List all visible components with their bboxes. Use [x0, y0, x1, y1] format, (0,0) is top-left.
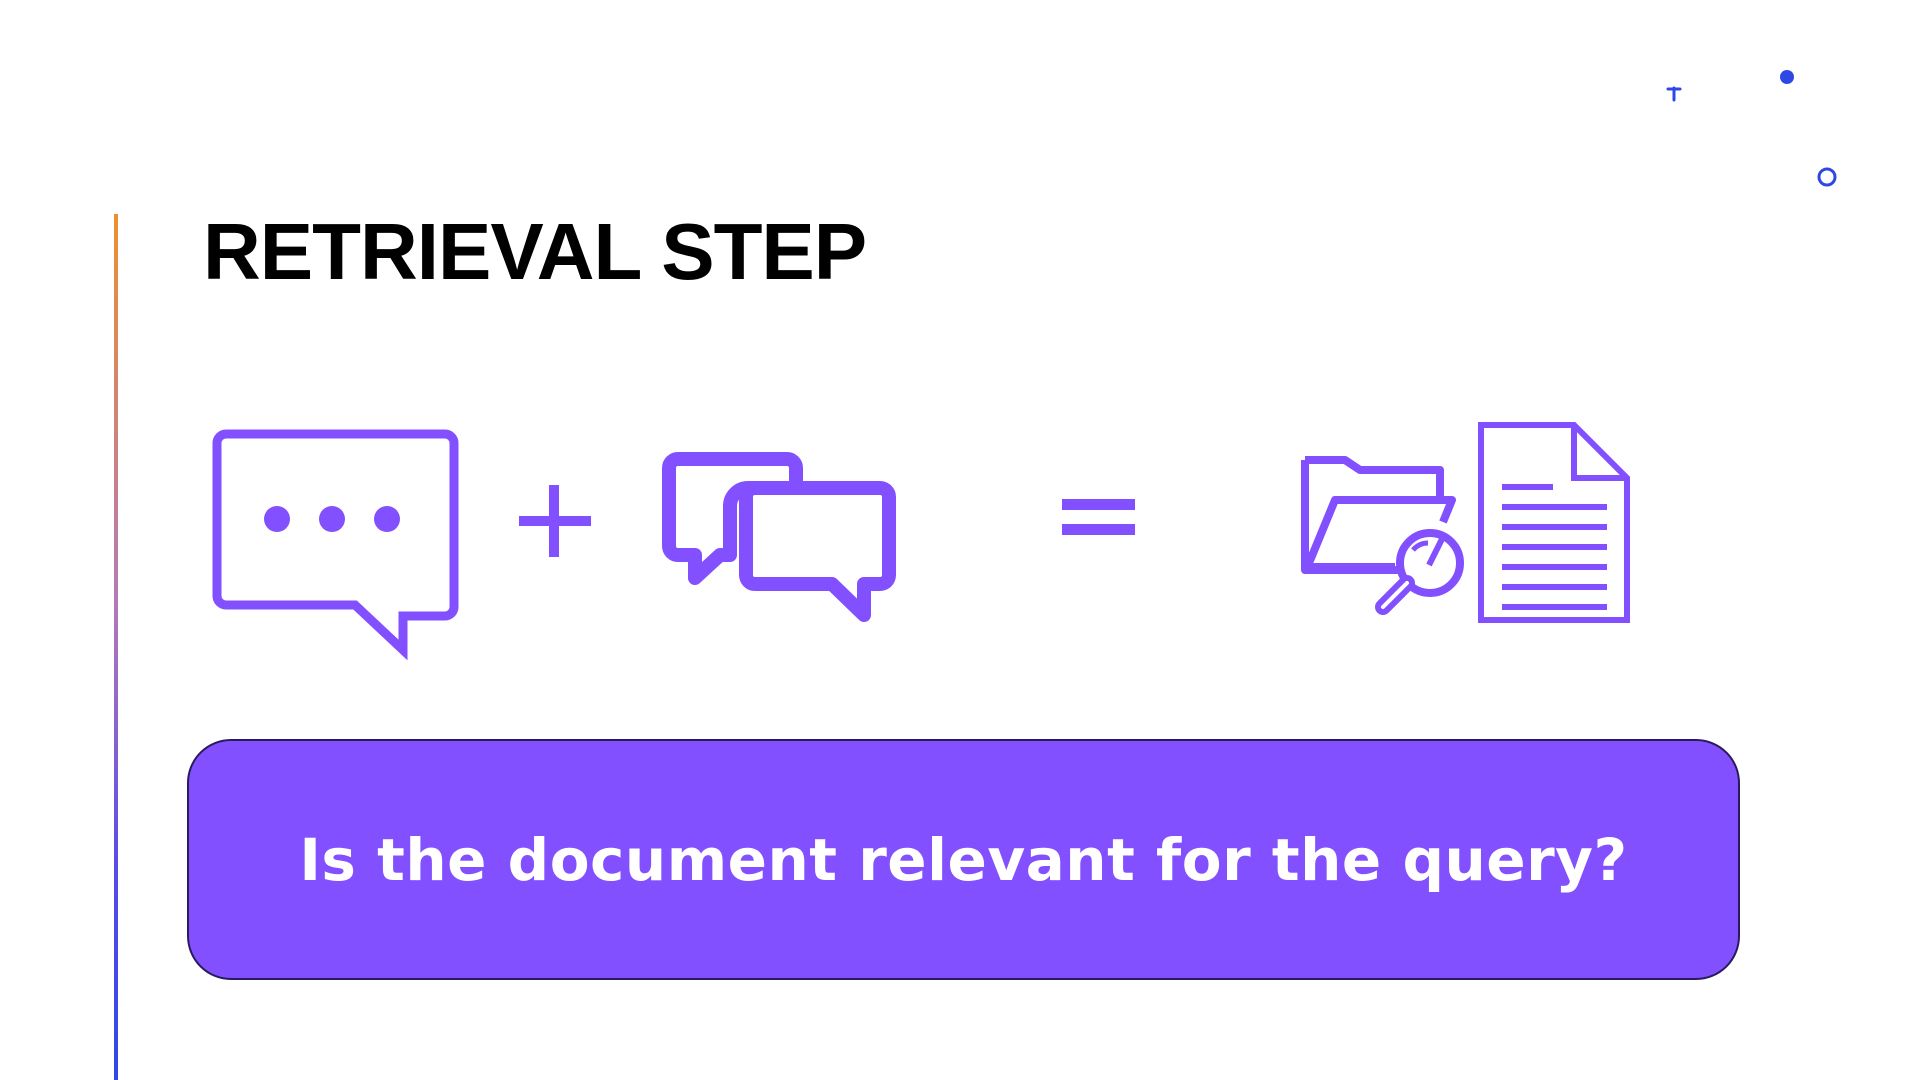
relevance-question-box: Is the document relevant for the query? — [187, 739, 1740, 980]
relevance-question-text: Is the document relevant for the query? — [299, 825, 1628, 894]
slide-title: RETRIEVAL STEP — [203, 207, 867, 296]
folder-search-document-icon — [1301, 422, 1630, 623]
chat-bubbles-icon — [662, 452, 896, 622]
plus-decoration-icon — [1666, 86, 1682, 102]
plus-operator-icon — [519, 485, 591, 557]
accent-gradient-line — [114, 214, 118, 1080]
equals-operator-icon — [1062, 499, 1135, 535]
decoration-marks — [1666, 70, 1837, 187]
speech-bubble-ellipsis-icon — [212, 429, 459, 660]
dot-decoration-icon — [1780, 70, 1794, 84]
ring-decoration-icon — [1817, 167, 1837, 187]
